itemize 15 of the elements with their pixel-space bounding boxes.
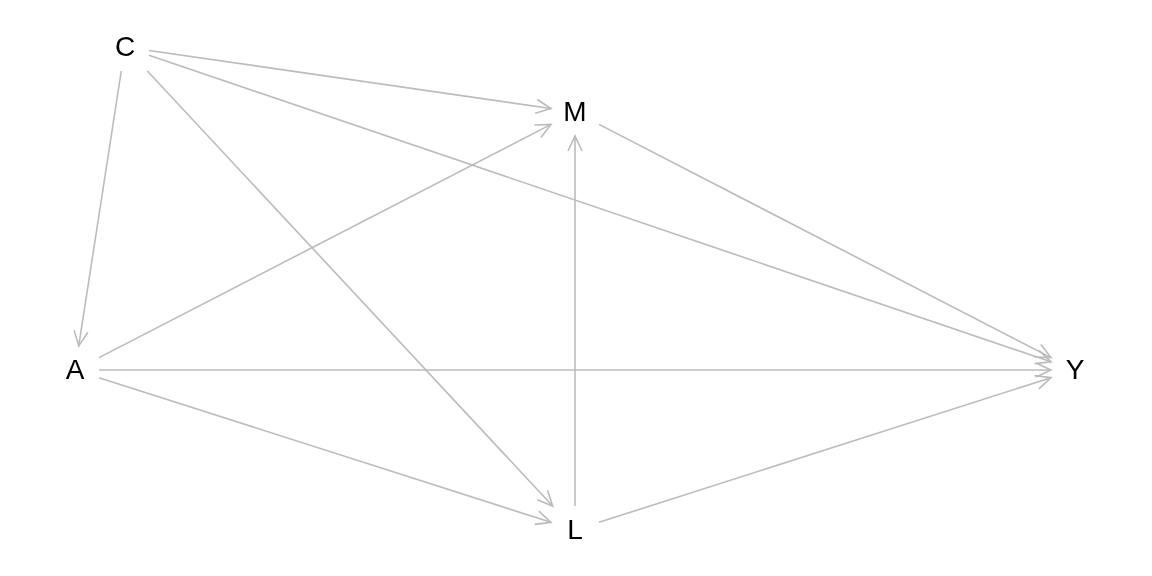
arrow bbox=[146, 70, 554, 507]
arrow bbox=[567, 135, 583, 507]
variable-label: L bbox=[551, 506, 599, 554]
arrow bbox=[73, 70, 123, 347]
variable-label: A bbox=[51, 346, 99, 394]
arrow bbox=[98, 362, 1052, 378]
arrow bbox=[148, 49, 552, 115]
arrow bbox=[98, 123, 552, 359]
variable-label: M bbox=[551, 88, 599, 136]
variable-label: Y bbox=[1051, 346, 1099, 394]
arrow bbox=[598, 374, 1052, 524]
arrow bbox=[598, 123, 1052, 359]
arrow bbox=[148, 54, 1052, 365]
arrow bbox=[98, 376, 552, 526]
variable-label: C bbox=[101, 23, 149, 71]
